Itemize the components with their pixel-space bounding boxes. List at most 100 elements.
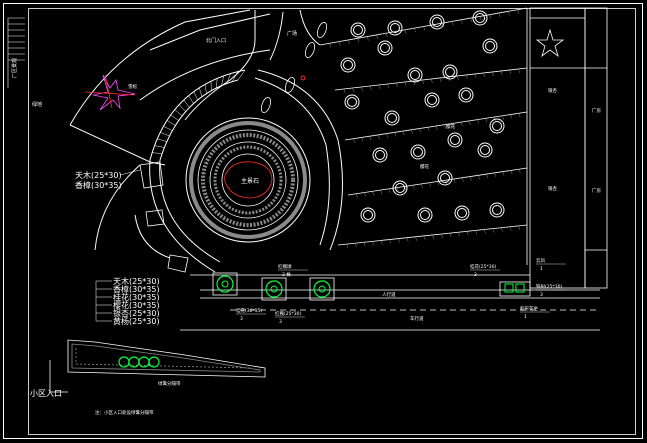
callout-spec: 1	[540, 266, 543, 272]
hatch-tick	[338, 41, 341, 46]
callout-label: 云凤	[536, 258, 545, 264]
hatch-tick	[456, 75, 459, 81]
grove-tree	[482, 38, 498, 54]
hedge-shrubs	[118, 356, 160, 368]
hatch-tick	[453, 178, 456, 184]
grove-tree	[458, 87, 474, 103]
hatch-tick	[507, 11, 510, 16]
grove-tree	[410, 144, 426, 160]
hatch-tick	[369, 136, 372, 141]
callout-spec: 1	[524, 314, 527, 320]
hatch-tick	[346, 244, 349, 249]
grove-tree	[417, 207, 433, 223]
hatch-tick	[347, 39, 350, 45]
walkway-tick	[157, 138, 167, 142]
hatch-tick	[423, 235, 426, 240]
hatch-tick	[483, 229, 486, 234]
hatch-tick	[353, 138, 356, 143]
hatch-tick	[402, 131, 405, 136]
walkway-tick	[183, 99, 190, 108]
walkway-tick	[193, 91, 198, 101]
hatch-tick	[427, 127, 430, 132]
hatch-tick	[460, 19, 463, 24]
hatch-tick	[378, 84, 381, 90]
hatch-tick	[404, 29, 407, 34]
hatch-tick	[394, 132, 397, 137]
label-right-lot-2: 厂房	[592, 187, 601, 194]
hatch-tick	[475, 230, 478, 235]
label-right-tree-1: 银杏	[548, 87, 557, 94]
hatch-tick	[419, 128, 422, 133]
grove-tree	[344, 94, 360, 110]
hatch-tick	[449, 233, 452, 238]
hatch-tick	[395, 82, 398, 88]
hatch-tick	[491, 71, 494, 77]
grove-tree	[407, 67, 423, 83]
hatch-tick	[440, 234, 443, 239]
label-entrance-north: 北门入口	[206, 37, 226, 44]
hatch-tick	[460, 122, 463, 127]
grove-tree	[477, 142, 493, 158]
hatch-tick	[437, 181, 440, 186]
note-text: 注：小区入口处设绿篱分隔带	[95, 409, 154, 416]
grove-tree	[424, 92, 440, 108]
drawing-inner-frame	[28, 8, 636, 435]
boxed-trees	[212, 272, 531, 301]
hatch-tick	[461, 177, 464, 182]
grove-hatching	[329, 9, 521, 249]
hatch-tick	[494, 172, 497, 177]
grove-tree	[340, 57, 356, 73]
hatch-tick	[397, 238, 400, 243]
hatch-tick	[444, 124, 447, 129]
grove-tree	[429, 14, 445, 30]
hatch-tick	[366, 36, 369, 41]
walkway-tick	[198, 87, 203, 97]
hatch-tick	[385, 33, 388, 38]
grove-tree	[454, 205, 470, 221]
grove-tree	[489, 202, 505, 218]
hatch-tick	[518, 169, 521, 174]
hatch-tick	[439, 77, 442, 83]
hatch-tick	[509, 69, 512, 75]
grove-tree	[442, 64, 458, 80]
label-walkway: 人行道	[382, 291, 396, 298]
hatch-tick	[435, 125, 438, 131]
callout-spec: 3	[474, 272, 477, 278]
walkway-tick	[174, 109, 183, 117]
hatch-tick	[430, 78, 433, 84]
label-focus-stone: 主景石	[241, 177, 259, 185]
hatch-tick	[501, 115, 504, 120]
hedge-bed	[49, 339, 266, 393]
hatch-tick	[357, 38, 360, 43]
hatch-tick	[404, 186, 407, 191]
hatch-tick	[413, 28, 416, 33]
legend-lower: 天木(25*30) 香樟(30*35) 桂花(30*35) 樱花(30*35) …	[95, 276, 160, 326]
hatch-tick	[372, 241, 375, 246]
title-strip-label: 厂区景观	[11, 58, 18, 78]
label-plaza-top: 广场	[287, 30, 297, 37]
hatch-tick	[468, 120, 471, 125]
hatch-tick	[372, 191, 375, 196]
hatch-tick	[489, 14, 492, 19]
curved-walkway	[149, 69, 343, 273]
hatch-tick	[389, 239, 392, 244]
site-boundary-lines	[69, 9, 321, 259]
grove-tree	[437, 170, 453, 186]
callout-spec: 3 株	[282, 271, 291, 278]
callout-label: 船形花坐	[520, 305, 538, 312]
hatch-tick	[377, 134, 380, 139]
walkway-tick	[152, 152, 163, 154]
legend-lower-3: 桂花(30*35)	[113, 292, 160, 302]
hatch-tick	[420, 183, 423, 189]
hatch-tick	[458, 232, 461, 237]
circular-plaza	[185, 117, 311, 243]
walkway-tick	[216, 78, 218, 89]
title-strip: 厂区景观	[7, 17, 25, 88]
hatch-tick	[363, 242, 366, 247]
hatch-tick	[485, 118, 488, 123]
hatch-tick	[518, 225, 521, 230]
hatch-tick	[369, 85, 372, 91]
hatch-tick	[517, 9, 520, 14]
hatch-tick	[422, 79, 425, 85]
callout-spec: 3	[540, 292, 543, 298]
